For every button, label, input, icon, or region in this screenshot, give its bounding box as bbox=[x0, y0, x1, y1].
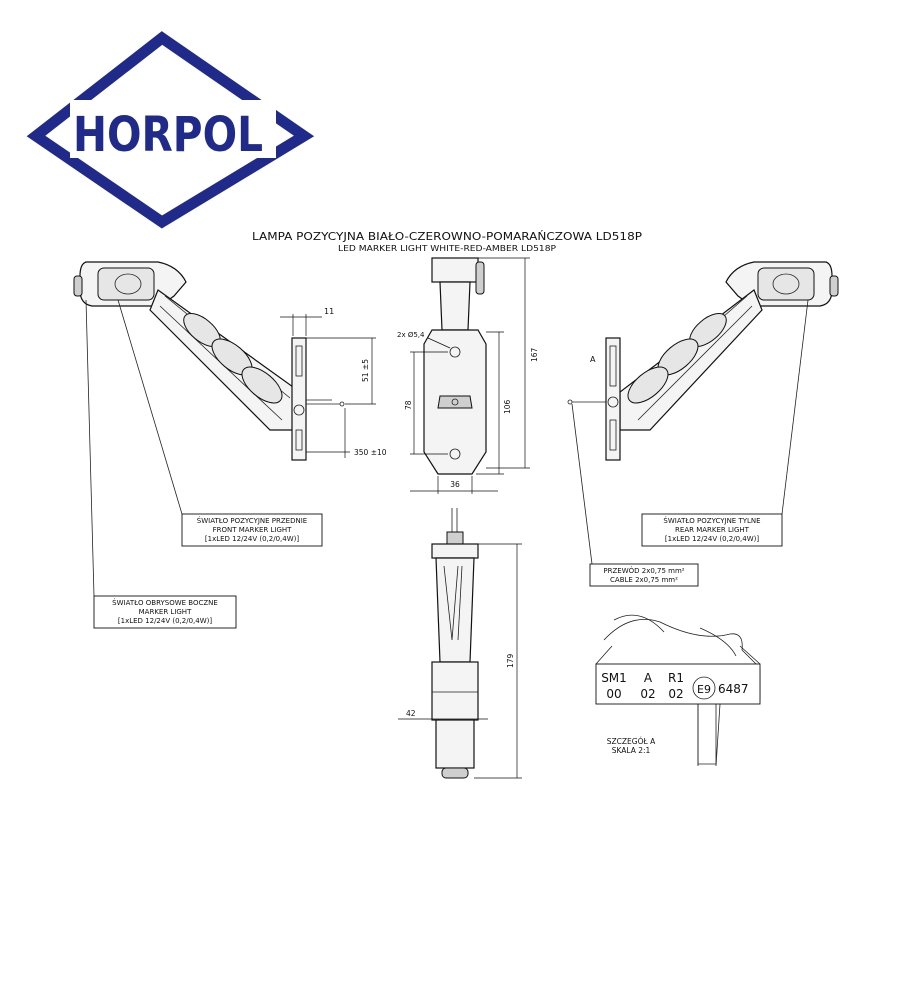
svg-text:[1xLED 12/24V (0,2/0,4W)]: [1xLED 12/24V (0,2/0,4W)] bbox=[118, 617, 212, 625]
svg-text:ŚWIATŁO POZYCYJNE TYLNE: ŚWIATŁO POZYCYJNE TYLNE bbox=[663, 516, 760, 525]
svg-text:ŚWIATŁO OBRYSOWE BOCZNE: ŚWIATŁO OBRYSOWE BOCZNE bbox=[112, 598, 218, 607]
left-view-drawing: 11 51 ±5 350 ±10 bbox=[73, 261, 387, 461]
label-front: ŚWIATŁO POZYCYJNE PRZEDNIE FRONT MARKER … bbox=[117, 299, 323, 547]
dim-179: 179 bbox=[506, 653, 515, 668]
dim-106: 106 bbox=[503, 399, 512, 414]
dim-350: 350 ±10 bbox=[354, 448, 387, 457]
center-top-view-drawing: 2x Ø5,4 78 106 167 36 bbox=[397, 257, 539, 494]
detail-a-drawing: SM1 A R1 00 02 02 E9 6487 SZCZEGÓŁ A SKA… bbox=[595, 614, 761, 767]
dim-51: 51 ±5 bbox=[361, 359, 370, 382]
svg-text:CABLE 2x0,75 mm²: CABLE 2x0,75 mm² bbox=[610, 576, 678, 584]
svg-text:MARKER LIGHT: MARKER LIGHT bbox=[139, 608, 192, 616]
dim-36: 36 bbox=[450, 480, 460, 489]
dim-11: 11 bbox=[324, 307, 334, 316]
label-cable: PRZEWÓD 2x0,75 mm² CABLE 2x0,75 mm² bbox=[571, 403, 699, 587]
approval-mark: E9 bbox=[697, 683, 711, 696]
horpol-logo: HORPOL bbox=[26, 31, 315, 229]
detail-code-2: A bbox=[644, 671, 653, 685]
dim-holes: 2x Ø5,4 bbox=[397, 331, 425, 339]
logo-text: HORPOL bbox=[73, 107, 263, 163]
title-english: LED MARKER LIGHT WHITE-RED-AMBER LD518P bbox=[338, 244, 556, 253]
detail-value-3: 02 bbox=[668, 687, 683, 701]
dim-167: 167 bbox=[530, 347, 539, 362]
detail-value-1: 00 bbox=[606, 687, 621, 701]
detail-code-3: R1 bbox=[668, 671, 684, 685]
svg-text:REAR MARKER LIGHT: REAR MARKER LIGHT bbox=[675, 526, 750, 534]
svg-text:ŚWIATŁO POZYCYJNE PRZEDNIE: ŚWIATŁO POZYCYJNE PRZEDNIE bbox=[197, 516, 307, 525]
svg-text:[1xLED 12/24V (0,2/0,4W)]: [1xLED 12/24V (0,2/0,4W)] bbox=[205, 535, 299, 543]
dim-78: 78 bbox=[404, 400, 413, 410]
detail-value-2: 02 bbox=[640, 687, 655, 701]
svg-text:FRONT MARKER LIGHT: FRONT MARKER LIGHT bbox=[213, 526, 293, 534]
view-a-marker: A bbox=[590, 355, 596, 364]
svg-text:PRZEWÓD 2x0,75 mm²: PRZEWÓD 2x0,75 mm² bbox=[603, 566, 684, 575]
detail-caption-title: SZCZEGÓŁ A bbox=[607, 737, 656, 746]
detail-caption-scale: SKALA 2:1 bbox=[612, 746, 651, 755]
right-view-drawing: A bbox=[567, 261, 839, 461]
center-bottom-view-drawing: 179 42 bbox=[398, 508, 522, 779]
approval-number: 6487 bbox=[718, 682, 749, 696]
svg-text:[1xLED 12/24V (0,2/0,4W)]: [1xLED 12/24V (0,2/0,4W)] bbox=[665, 535, 759, 543]
dim-42: 42 bbox=[406, 709, 416, 718]
title-polish: LAMPA POZYCYJNA BIAŁO-CZEROWNO-POMARAŃCZ… bbox=[252, 230, 642, 243]
label-side: ŚWIATŁO OBRYSOWE BOCZNE MARKER LIGHT [1x… bbox=[85, 299, 237, 629]
label-rear: ŚWIATŁO POZYCYJNE TYLNE REAR MARKER LIGH… bbox=[641, 299, 809, 547]
detail-code-1: SM1 bbox=[601, 671, 627, 685]
